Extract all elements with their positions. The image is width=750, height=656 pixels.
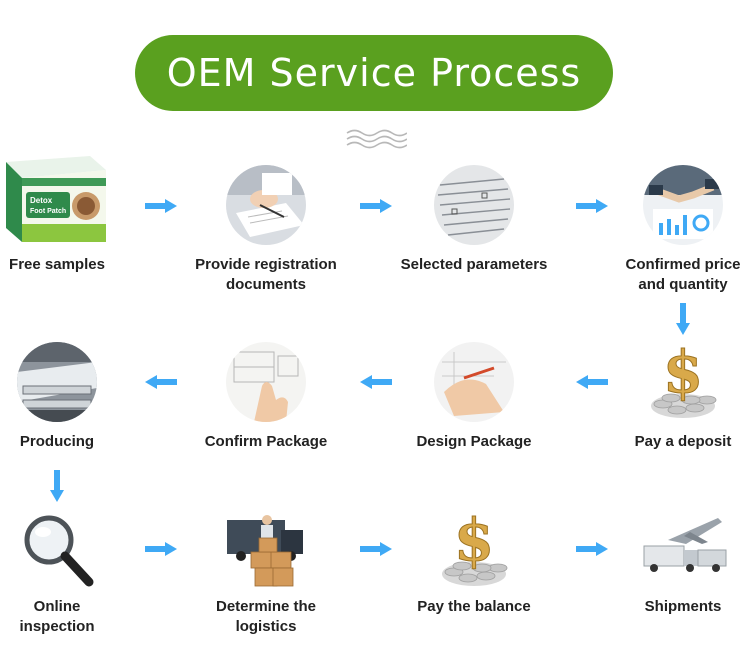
step-confirm-package: Confirm Package	[176, 342, 356, 462]
step-determine-logistics: Determine the logistics	[176, 510, 356, 640]
step-pay-the-balance: $ Pay the balance	[384, 510, 564, 630]
arrow-right-icon	[360, 542, 392, 556]
drawing-hand-icon	[434, 342, 514, 422]
title-banner: OEM Service Process	[135, 35, 613, 111]
arrow-left-icon	[360, 375, 392, 389]
step-pay-a-deposit: $ Pay a deposit	[593, 342, 750, 462]
step-label: Confirmed price and quantity	[625, 256, 741, 293]
step-online-inspection: Online inspection	[0, 510, 147, 640]
svg-text:$: $	[663, 342, 703, 406]
wave-divider-icon	[346, 129, 407, 149]
step-label: Provide registration documents	[195, 256, 337, 293]
box-text-line1: Detox	[30, 196, 53, 205]
step-provide-registration-documents: Provide registration documents	[176, 165, 356, 305]
svg-text:$: $	[454, 510, 494, 574]
step-label: Pay the balance	[417, 598, 531, 615]
step-label: Selected parameters	[400, 256, 548, 273]
dollar-coins-icon: $	[651, 342, 717, 418]
step-label: Confirm Package	[204, 433, 328, 450]
blueprint-hand-icon	[226, 342, 306, 422]
magnifier-icon	[24, 515, 94, 587]
arrow-right-icon	[360, 199, 392, 213]
step-label: Shipments	[644, 598, 722, 615]
delivery-boxes-icon	[227, 515, 303, 587]
arrow-left-icon	[145, 375, 177, 389]
step-label: Determine the logistics	[215, 598, 317, 635]
step-selected-parameters: Selected parameters	[384, 165, 564, 295]
printing-machine-icon	[17, 342, 97, 422]
arrow-right-icon	[145, 199, 177, 213]
arrow-down-icon	[50, 470, 64, 502]
box-text-line2: Foot Patch	[30, 208, 66, 215]
step-shipments: Shipments	[593, 510, 750, 630]
dollar-coins-icon: $	[442, 510, 508, 586]
arrow-right-icon	[145, 542, 177, 556]
step-label: Producing	[19, 433, 95, 450]
detox-box-icon: Detox Foot Patch	[6, 156, 106, 242]
step-label: Pay a deposit	[634, 433, 732, 450]
arrow-right-icon	[576, 199, 608, 213]
step-free-samples: Detox Foot Patch Free samples	[0, 150, 147, 300]
handshake-icon	[643, 165, 723, 245]
step-label: Free samples	[9, 256, 105, 273]
step-label: Online inspection	[19, 598, 95, 635]
form-paper-icon	[434, 165, 514, 245]
page-title: OEM Service Process	[166, 51, 582, 95]
step-label: Design Package	[416, 433, 532, 450]
step-confirmed-price-quantity: Confirmed price and quantity	[593, 165, 750, 305]
step-producing: Producing	[0, 342, 147, 462]
arrow-right-icon	[576, 542, 608, 556]
step-design-package: Design Package	[384, 342, 564, 462]
truck-plane-icon	[643, 518, 727, 572]
documents-signing-icon	[226, 165, 306, 245]
arrow-down-icon	[676, 303, 690, 335]
arrow-left-icon	[576, 375, 608, 389]
